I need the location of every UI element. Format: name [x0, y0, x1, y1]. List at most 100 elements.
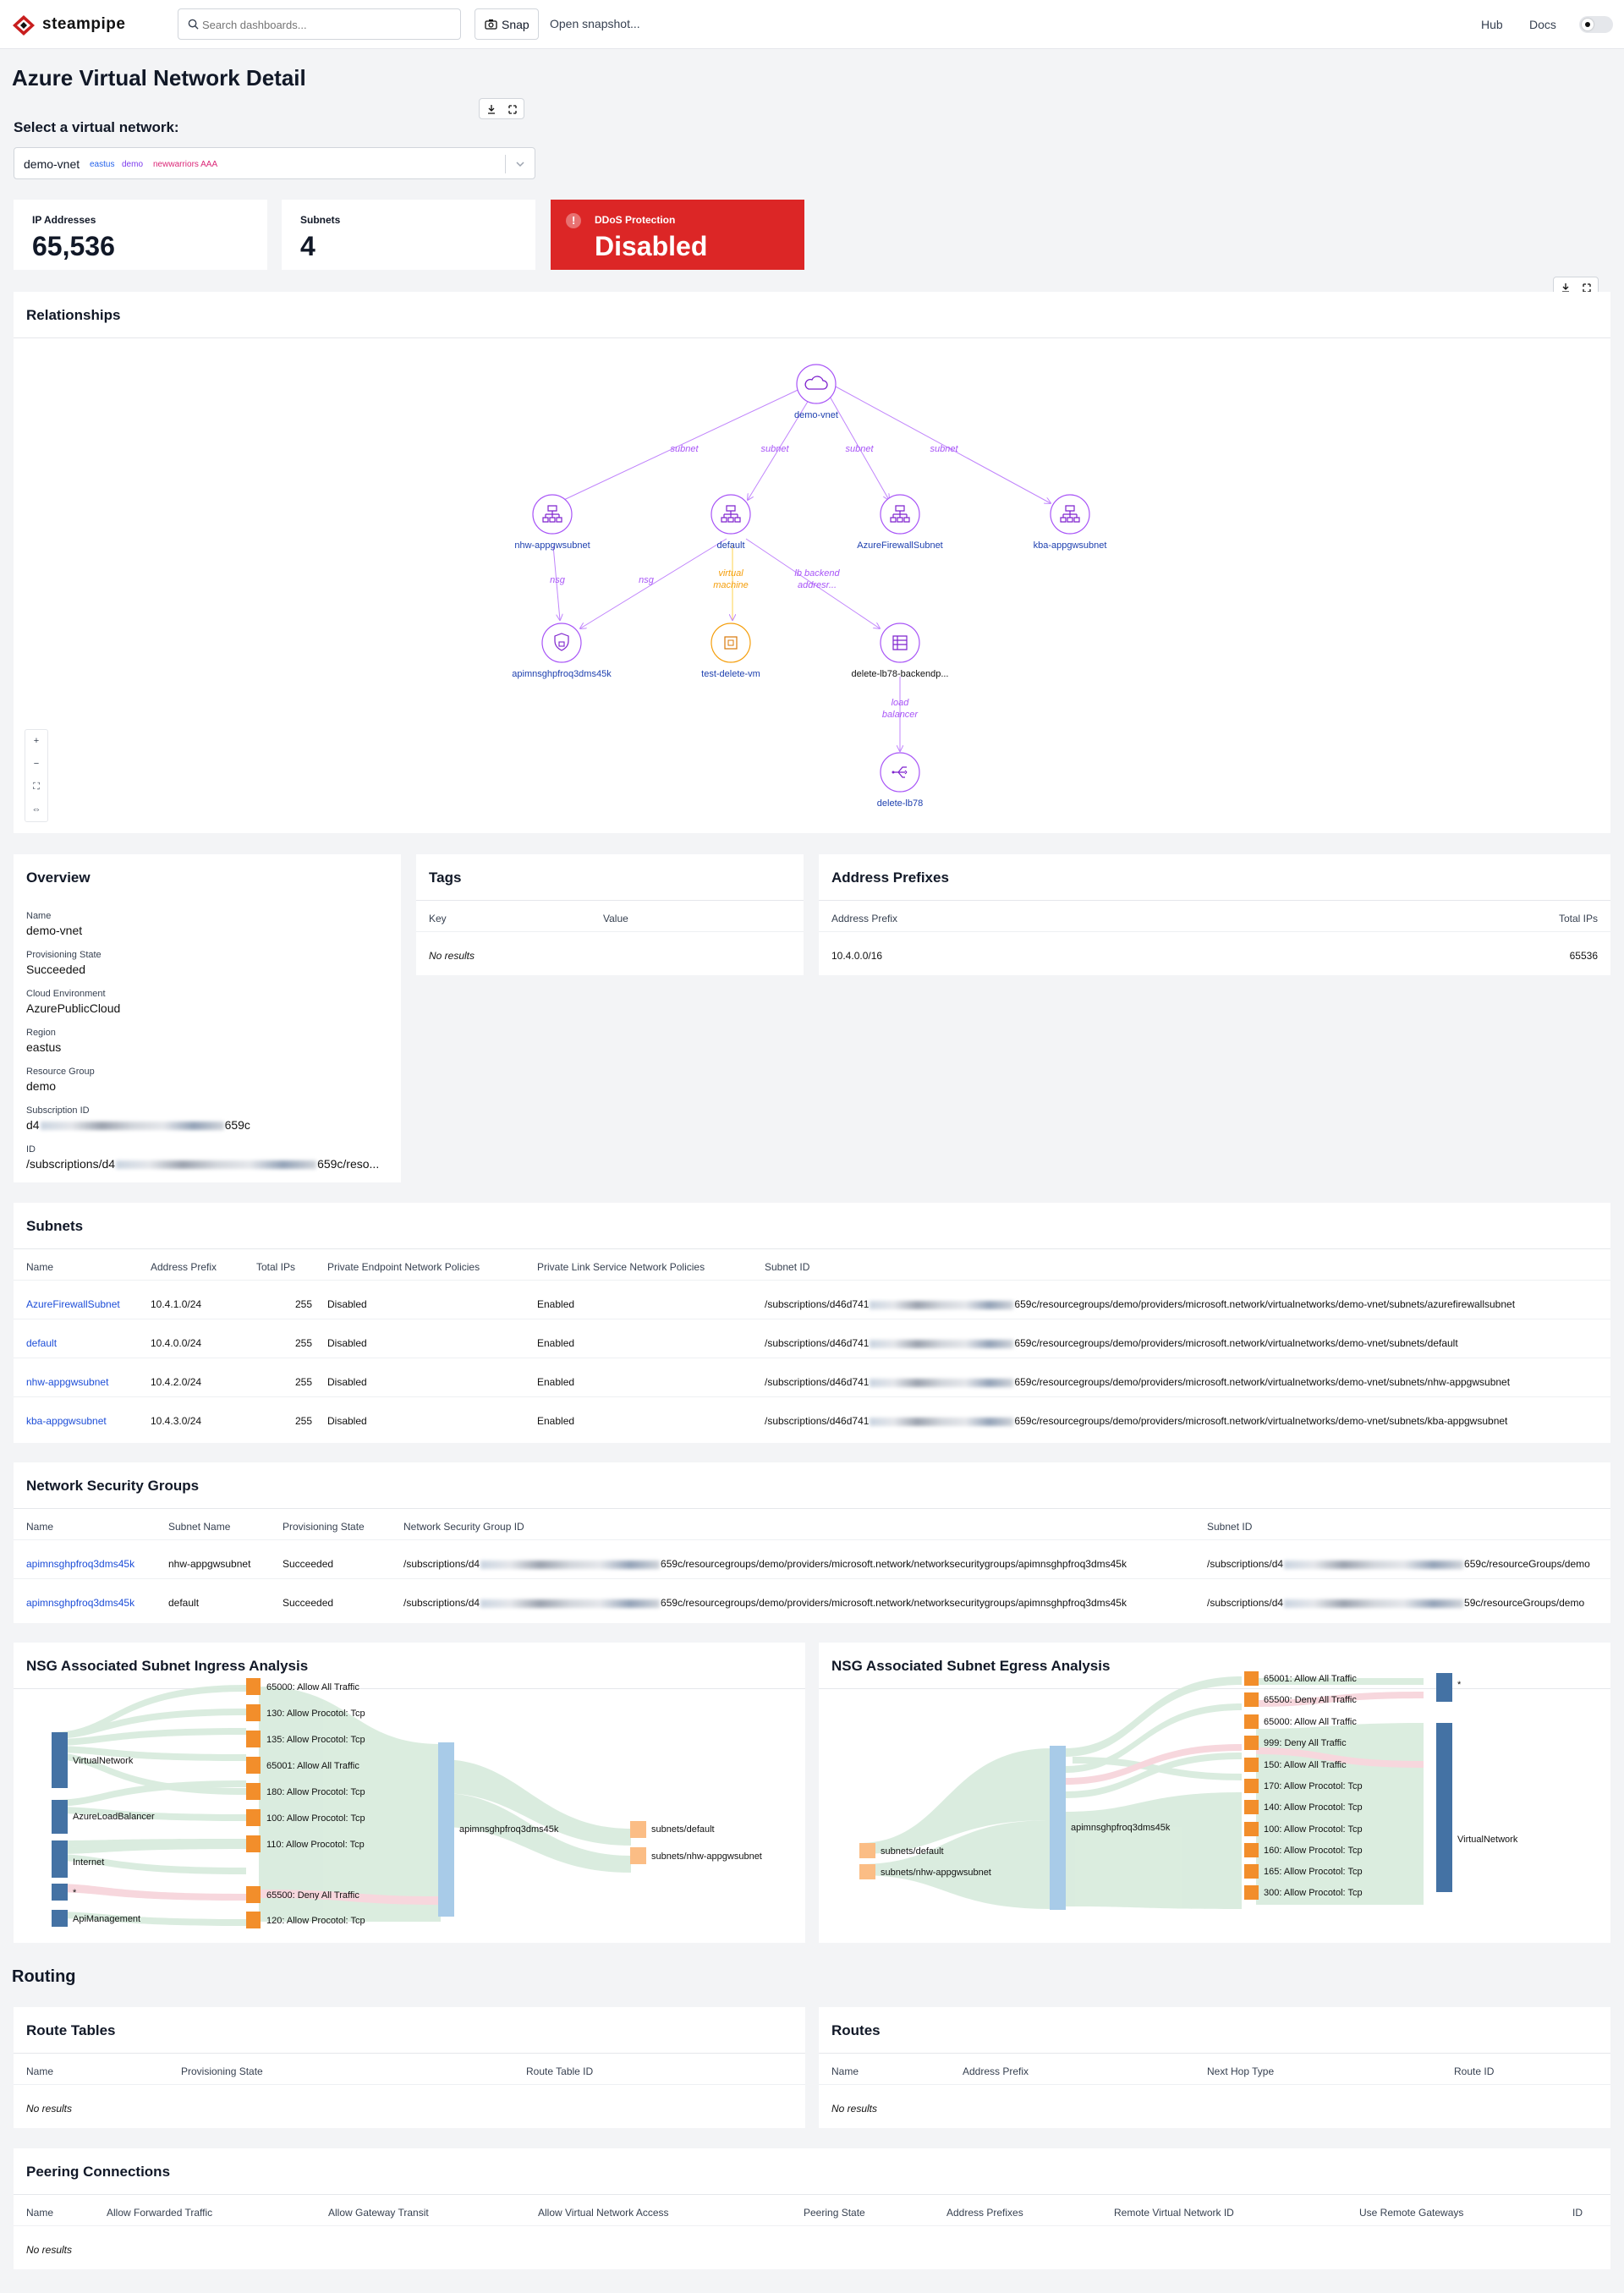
rule-node[interactable] [246, 1704, 261, 1721]
rule-node[interactable] [1244, 1736, 1259, 1750]
open-snapshot-link[interactable]: Open snapshot... [550, 17, 640, 30]
column-header[interactable]: Total IPs [256, 1261, 296, 1273]
column-header[interactable]: Name [26, 1521, 54, 1533]
column-header[interactable]: Allow Virtual Network Access [538, 2207, 669, 2219]
column-header[interactable]: Total IPs [1558, 913, 1598, 924]
chevron-down-icon[interactable] [514, 158, 526, 170]
rule-node[interactable] [1244, 1822, 1259, 1836]
rule-node[interactable] [246, 1912, 261, 1928]
source-node[interactable] [859, 1843, 875, 1858]
column-header[interactable]: Subnet ID [1207, 1521, 1253, 1533]
column-header[interactable]: Network Security Group ID [403, 1521, 524, 1533]
expand-icon[interactable] [1583, 283, 1591, 293]
theme-toggle[interactable] [1579, 16, 1613, 33]
snap-button[interactable]: Snap [475, 8, 539, 40]
node-subnet-nhw[interactable]: nhw-appgwsubnet [514, 494, 590, 551]
node-vnet[interactable]: demo-vnet [794, 364, 838, 420]
expand-icon[interactable] [508, 105, 517, 114]
nsg-label: apimnsghpfroq3dms45k [459, 1824, 559, 1835]
source-node[interactable] [52, 1884, 68, 1901]
column-header[interactable]: Value [603, 913, 628, 924]
rule-node[interactable] [246, 1886, 261, 1903]
column-header[interactable]: Use Remote Gateways [1359, 2207, 1464, 2219]
subnet-name-link[interactable]: nhw-appgwsubnet [26, 1376, 109, 1388]
rule-node[interactable] [1244, 1864, 1259, 1879]
source-node[interactable] [52, 1800, 68, 1834]
column-header[interactable]: Address Prefix [151, 1261, 217, 1273]
fit-view-button[interactable]: ⛶ [33, 782, 40, 792]
zoom-in-button[interactable]: + [33, 736, 40, 746]
column-header[interactable]: Address Prefix [831, 913, 898, 924]
rule-node[interactable] [1244, 1843, 1259, 1857]
node-nsg[interactable]: apimnsghpfroq3dms45k [512, 623, 612, 679]
rule-node[interactable] [1244, 1671, 1259, 1686]
column-header[interactable]: Remote Virtual Network ID [1114, 2207, 1234, 2219]
column-header[interactable]: Private Endpoint Network Policies [327, 1261, 480, 1273]
column-header[interactable]: Name [831, 2065, 859, 2077]
rule-node[interactable] [246, 1809, 261, 1826]
column-header[interactable]: ID [1572, 2207, 1583, 2219]
toggle-layout-button[interactable]: ⇔ [31, 804, 41, 815]
subnet-name-link[interactable]: default [26, 1337, 58, 1349]
column-header[interactable]: Provisioning State [283, 1521, 365, 1533]
node-vm[interactable]: test-delete-vm [701, 623, 760, 679]
column-header[interactable]: Route ID [1454, 2065, 1495, 2077]
subnet-name-link[interactable]: AzureFirewallSubnet [26, 1298, 120, 1310]
rule-node[interactable] [246, 1678, 261, 1695]
column-header[interactable]: Private Link Service Network Policies [537, 1261, 705, 1273]
rule-node[interactable] [1244, 1758, 1259, 1772]
field-label: Cloud Environment [26, 989, 106, 999]
column-header[interactable]: Name [26, 2065, 54, 2077]
nsg-node[interactable] [1050, 1746, 1066, 1910]
target-node[interactable] [1436, 1723, 1452, 1892]
rule-node[interactable] [1244, 1800, 1259, 1814]
source-node[interactable] [52, 1840, 68, 1878]
column-header[interactable]: Key [429, 913, 447, 924]
nsg-node[interactable] [438, 1742, 454, 1917]
rule-node[interactable] [246, 1783, 261, 1800]
column-header[interactable]: Subnet Name [168, 1521, 231, 1533]
search-input[interactable] [202, 17, 447, 32]
rule-node[interactable] [1244, 1885, 1259, 1900]
rule-node[interactable] [1244, 1692, 1259, 1707]
column-header[interactable]: Address Prefixes [946, 2207, 1023, 2219]
source-node[interactable] [52, 1910, 68, 1927]
search-box[interactable] [178, 8, 461, 40]
column-header[interactable]: Provisioning State [181, 2065, 263, 2077]
column-header[interactable]: Name [26, 1261, 54, 1273]
rule-node[interactable] [1244, 1714, 1259, 1729]
node-backend-pool[interactable]: delete-lb78-backendp... [852, 623, 949, 679]
column-header[interactable]: Peering State [804, 2207, 865, 2219]
vnet-select[interactable]: demo-vnet eastus demo newwarriors AAA [14, 147, 535, 179]
rule-node[interactable] [1244, 1779, 1259, 1793]
column-header[interactable]: Route Table ID [526, 2065, 594, 2077]
hub-link[interactable]: Hub [1481, 18, 1503, 31]
nsg-name-link[interactable]: apimnsghpfroq3dms45k [26, 1558, 135, 1570]
subnet-name-link[interactable]: kba-appgwsubnet [26, 1415, 107, 1427]
column-header[interactable]: Name [26, 2207, 54, 2219]
target-node[interactable] [630, 1821, 646, 1838]
source-label: subnets/nhw-appgwsubnet [881, 1868, 991, 1878]
node-subnet-default[interactable]: default [710, 494, 751, 551]
source-node[interactable] [52, 1732, 68, 1788]
column-header[interactable]: Allow Gateway Transit [328, 2207, 429, 2219]
node-load-balancer[interactable]: delete-lb78 [877, 752, 923, 809]
download-icon[interactable] [1562, 283, 1569, 293]
column-header[interactable]: Next Hop Type [1207, 2065, 1275, 2077]
docs-link[interactable]: Docs [1529, 18, 1556, 31]
source-node[interactable] [859, 1864, 875, 1879]
download-icon[interactable] [488, 105, 495, 114]
target-node[interactable] [1436, 1673, 1452, 1702]
rule-node[interactable] [246, 1835, 261, 1852]
rule-node[interactable] [246, 1731, 261, 1747]
zoom-out-button[interactable]: − [33, 759, 40, 769]
rule-node[interactable] [246, 1757, 261, 1774]
steampipe-logo[interactable]: steampipe [12, 14, 164, 36]
nsg-name-link[interactable]: apimnsghpfroq3dms45k [26, 1597, 135, 1609]
column-header[interactable]: Allow Forwarded Traffic [107, 2207, 213, 2219]
target-node[interactable] [630, 1847, 646, 1864]
node-subnet-kba[interactable]: kba-appgwsubnet [1034, 494, 1107, 551]
column-header[interactable]: Address Prefix [963, 2065, 1029, 2077]
column-header[interactable]: Subnet ID [765, 1261, 810, 1273]
node-subnet-firewall[interactable]: AzureFirewallSubnet [857, 494, 943, 551]
